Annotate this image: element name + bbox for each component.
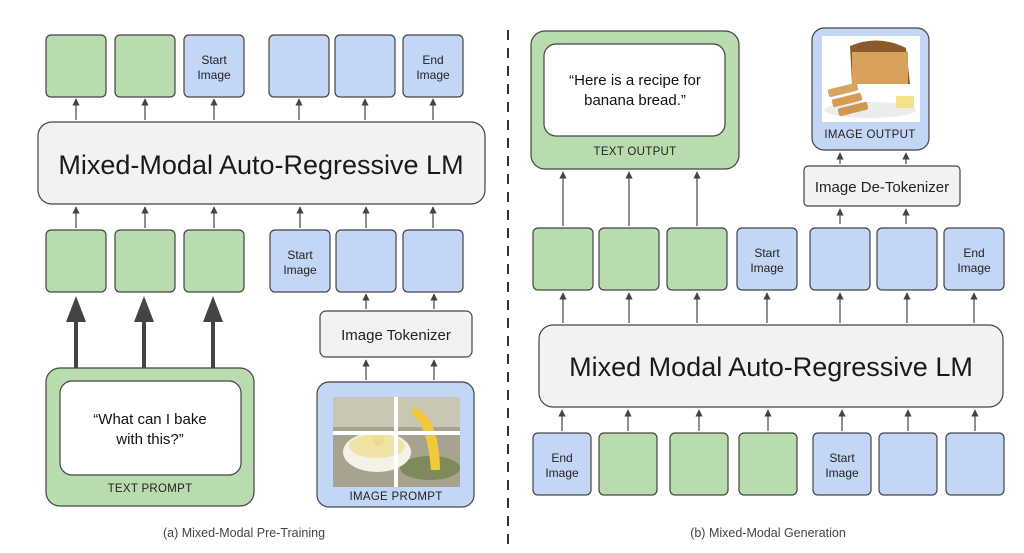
text-output-arrows (559, 171, 701, 226)
image-output-panel: IMAGE OUTPUT (811, 27, 930, 151)
left-lm-label: Mixed-Modal Auto-Regressive LM (58, 150, 463, 180)
token-label: Image (197, 68, 231, 82)
right-mid-token-text (598, 227, 660, 291)
token-label: Image (545, 466, 579, 480)
right-token-arrows (558, 292, 979, 431)
token-label: End (963, 246, 984, 260)
right-mid-token-image (876, 227, 938, 291)
left-input-token-image (402, 229, 464, 293)
text-prompt-line1: “What can I bake (93, 411, 206, 428)
right-mid-token-image (809, 227, 871, 291)
image-tokenizer-label: Image Tokenizer (341, 327, 451, 344)
token-label: Image (750, 261, 784, 275)
text-prompt-panel: “What can I bake with this?” TEXT PROMPT (45, 367, 255, 507)
left-output-token-text (45, 34, 107, 98)
left-input-token-text (183, 229, 245, 293)
left-input-token-text (114, 229, 176, 293)
left-output-token-text (114, 34, 176, 98)
left-input-token-text (45, 229, 107, 293)
image-detokenizer-box: Image De-Tokenizer (803, 165, 961, 207)
right-input-token-text (669, 432, 729, 496)
token-label: Image (825, 466, 859, 480)
left-caption: (a) Mixed-Modal Pre-Training (163, 526, 325, 540)
right-input-token-text (738, 432, 798, 496)
image-tokenizer-box: Image Tokenizer (319, 310, 473, 358)
image-prompt-label: IMAGE PROMPT (349, 491, 442, 503)
token-label: End (422, 53, 443, 67)
banana-bread-image (822, 36, 920, 122)
left-output-token-image (334, 34, 396, 98)
text-prompt-label: TEXT PROMPT (108, 483, 193, 495)
banana-bowl-image (333, 397, 460, 487)
detokenizer-arrows (836, 152, 910, 224)
text-prompt-line2: with this?” (115, 431, 184, 448)
image-output-label: IMAGE OUTPUT (824, 129, 915, 141)
text-output-panel: “Here is a recipe for banana bread.” TEX… (530, 30, 740, 170)
right-lm-label: Mixed Modal Auto-Regressive LM (569, 352, 973, 382)
right-mid-token-text (532, 227, 594, 291)
left-lm-box: Mixed-Modal Auto-Regressive LM (37, 121, 486, 205)
left-input-token-image (335, 229, 397, 293)
token-label: Start (287, 248, 313, 262)
tokenizer-arrows (362, 293, 438, 380)
token-label: Start (754, 246, 780, 260)
image-detokenizer-label: Image De-Tokenizer (815, 179, 949, 196)
right-mid-token-text (666, 227, 728, 291)
text-prompt-arrows (66, 296, 223, 370)
token-label: Start (829, 451, 855, 465)
right-caption: (b) Mixed-Modal Generation (690, 526, 846, 540)
text-output-label: TEXT OUTPUT (594, 146, 677, 158)
text-output-line1: “Here is a recipe for (569, 72, 701, 89)
image-prompt-panel: IMAGE PROMPT (316, 381, 475, 508)
right-input-token-text (598, 432, 658, 496)
token-label: Image (416, 68, 450, 82)
token-label: Image (957, 261, 991, 275)
left-output-token-image (268, 34, 330, 98)
right-lm-box: Mixed Modal Auto-Regressive LM (538, 324, 1004, 408)
right-input-token-image (878, 432, 938, 496)
left-token-arrows (72, 98, 437, 228)
right-input-token-image (945, 432, 1005, 496)
text-output-line2: banana bread.” (584, 92, 686, 109)
token-label: End (551, 451, 572, 465)
token-label: Image (283, 263, 317, 277)
token-label: Start (201, 53, 227, 67)
